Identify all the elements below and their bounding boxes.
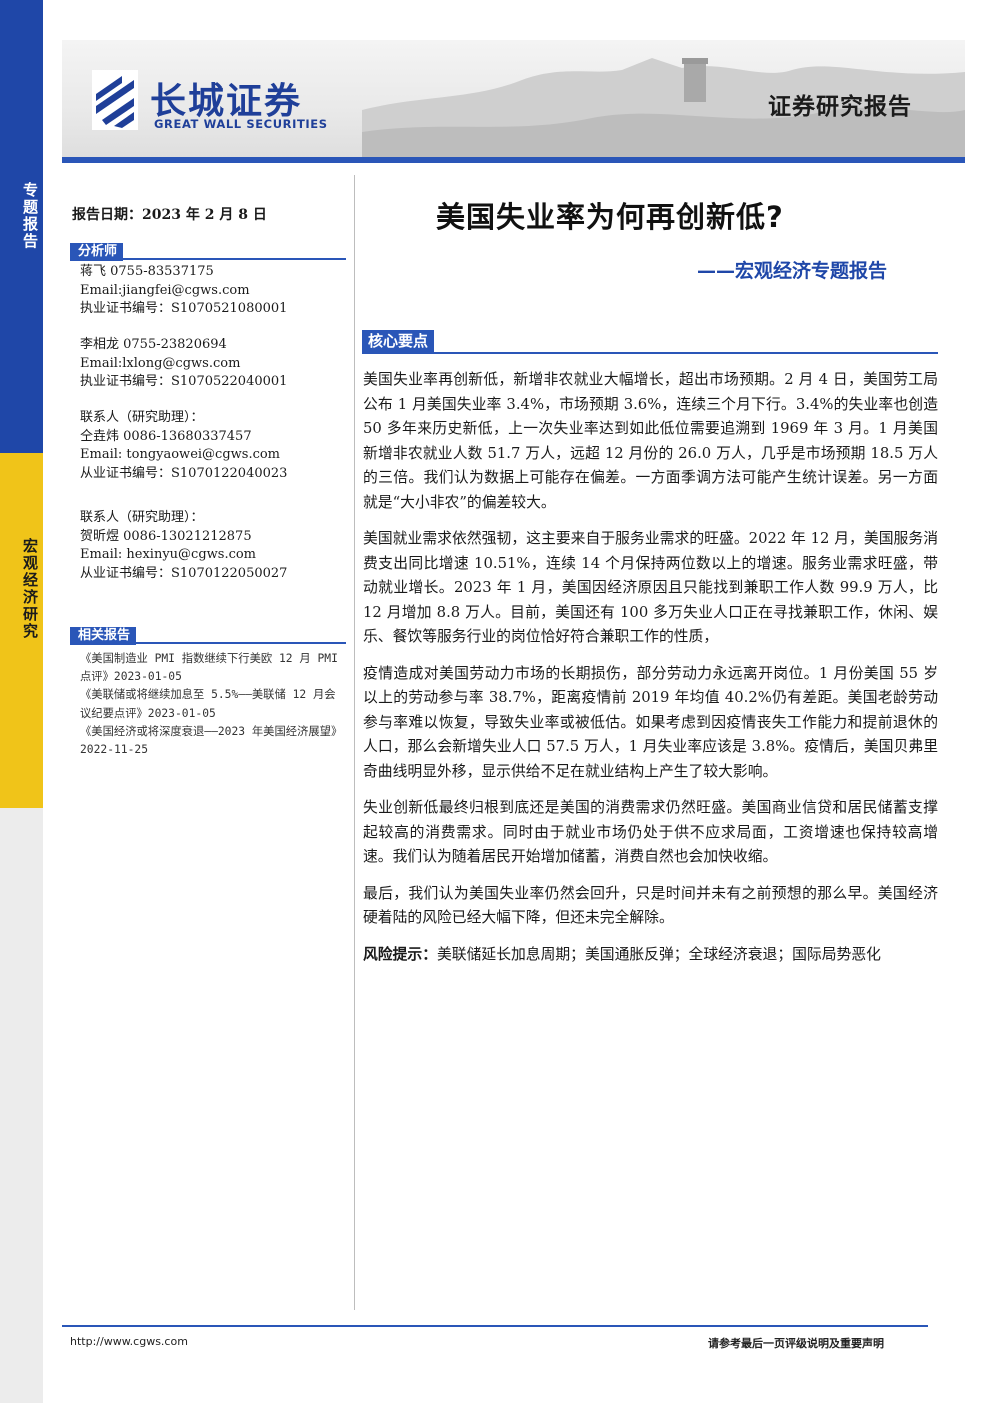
analyst-license: 执业证书编号：S1070521080001 <box>80 301 288 316</box>
analyst-license: 执业证书编号：S1070522040001 <box>80 374 288 389</box>
report-date: 报告日期：2023 年 2 月 8 日 <box>72 207 267 223</box>
analysts-section-header: 分析师 <box>70 240 346 261</box>
assistant-email[interactable]: Email: hexinyu@cgws.com <box>80 547 257 562</box>
core-points-label: 核心要点 <box>362 330 435 352</box>
side-label-report-category: 专题报告 <box>21 182 39 250</box>
brand-name-cn: 长城证券 <box>150 81 303 122</box>
related-label: 相关报告 <box>70 627 137 645</box>
risk-text: 美联储延长加息周期；美国通胀反弹；全球经济衰退；国际局势恶化 <box>437 945 881 963</box>
analyst-email[interactable]: Email:jiangfei@cgws.com <box>80 282 250 298</box>
footer-divider <box>62 1325 928 1327</box>
risk-paragraph: 风险提示：美联储延长加息周期；美国通胀反弹；全球经济衰退；国际局势恶化 <box>363 943 938 968</box>
assistant-role: 联系人（研究助理）： <box>80 510 204 525</box>
analyst-block: 蒋飞 0755-83537175 Email:jiangfei@cgws.com… <box>80 263 287 319</box>
core-points-body: 美国失业率再创新低，新增非农就业大幅增长，超出市场预期。2 月 4 日，美国劳工… <box>363 368 938 979</box>
paragraph: 最后，我们认为美国失业率仍然会回升，只是时间并未有之前预想的那么早。美国经济硬着… <box>363 884 938 927</box>
assistant-email[interactable]: Email: tongyaowei@cgws.com <box>80 447 281 462</box>
great-wall-logo-icon <box>92 70 138 130</box>
report-subtitle: ——宏观经济专题报告 <box>697 260 888 282</box>
assistant-block: 联系人（研究助理）： 贺昕煜 0086-13021212875 Email: h… <box>80 509 287 583</box>
side-label-research-area: 宏观经济研究 <box>21 538 39 640</box>
side-stripe-grey <box>0 808 43 1403</box>
related-report-link[interactable]: 《美国经济或将深度衰退——2023 年美国经济展望》2022-11-25 <box>80 724 337 757</box>
related-reports-list: 《美国制造业 PMI 指数继续下行美欧 12 月 PMI 点评》2023-01-… <box>80 650 340 759</box>
report-type-label: 证券研究报告 <box>768 94 912 120</box>
brand-name-en: GREAT WALL SECURITIES <box>154 117 328 131</box>
related-report-link[interactable]: 《美国制造业 PMI 指数继续下行美欧 12 月 PMI 点评》2023-01-… <box>80 652 338 684</box>
header-banner <box>62 40 965 158</box>
related-section-header: 相关报告 <box>70 624 346 645</box>
related-report-link[interactable]: 《美联储或将继续加息至 5.5%——美联储 12 月会议纪要点评》2023-01… <box>80 688 336 720</box>
footer-website-link[interactable]: http://www.cgws.com <box>70 1335 188 1348</box>
side-stripe-blue <box>0 0 43 453</box>
analyst-email[interactable]: Email:lxlong@cgws.com <box>80 355 241 371</box>
assistant-name-phone: 仝垚炜 0086-13680337457 <box>80 428 252 444</box>
assistant-license: 从业证书编号：S1070122050027 <box>80 565 288 581</box>
assistant-name-phone: 贺昕煜 0086-13021212875 <box>80 528 252 544</box>
assistant-block: 联系人（研究助理）： 仝垚炜 0086-13680337457 Email: t… <box>80 409 287 483</box>
report-title: 美国失业率为何再创新低? <box>436 200 784 234</box>
footer-disclaimer-note: 请参考最后一页评级说明及重要声明 <box>708 1337 884 1350</box>
header-divider <box>62 157 965 163</box>
paragraph: 疫情造成对美国劳动力市场的长期损伤，部分劳动力永远离开岗位。1 月份美国 55 … <box>363 664 938 780</box>
column-divider <box>354 175 355 1310</box>
side-stripe-yellow <box>0 453 43 808</box>
core-points-header: 核心要点 <box>362 330 938 354</box>
paragraph: 失业创新低最终归根到底还是美国的消费需求仍然旺盛。美国商业信贷和居民储蓄支撑起较… <box>363 799 938 865</box>
analyst-name-phone: 李相龙 0755-23820694 <box>80 337 227 352</box>
analyst-block: 李相龙 0755-23820694 Email:lxlong@cgws.com … <box>80 336 287 392</box>
assistant-license: 从业证书编号：S1070122040023 <box>80 465 288 481</box>
assistant-role: 联系人（研究助理）： <box>80 410 204 425</box>
analyst-name-phone: 蒋飞 0755-83537175 <box>80 264 214 279</box>
great-wall-illustration <box>362 58 965 158</box>
paragraph: 美国失业率再创新低，新增非农就业大幅增长，超出市场预期。2 月 4 日，美国劳工… <box>363 371 938 511</box>
risk-label: 风险提示： <box>363 945 437 963</box>
analysts-label: 分析师 <box>70 243 124 261</box>
paragraph: 美国就业需求依然强韧，这主要来自于服务业需求的旺盛。2022 年 12 月，美国… <box>363 530 938 645</box>
